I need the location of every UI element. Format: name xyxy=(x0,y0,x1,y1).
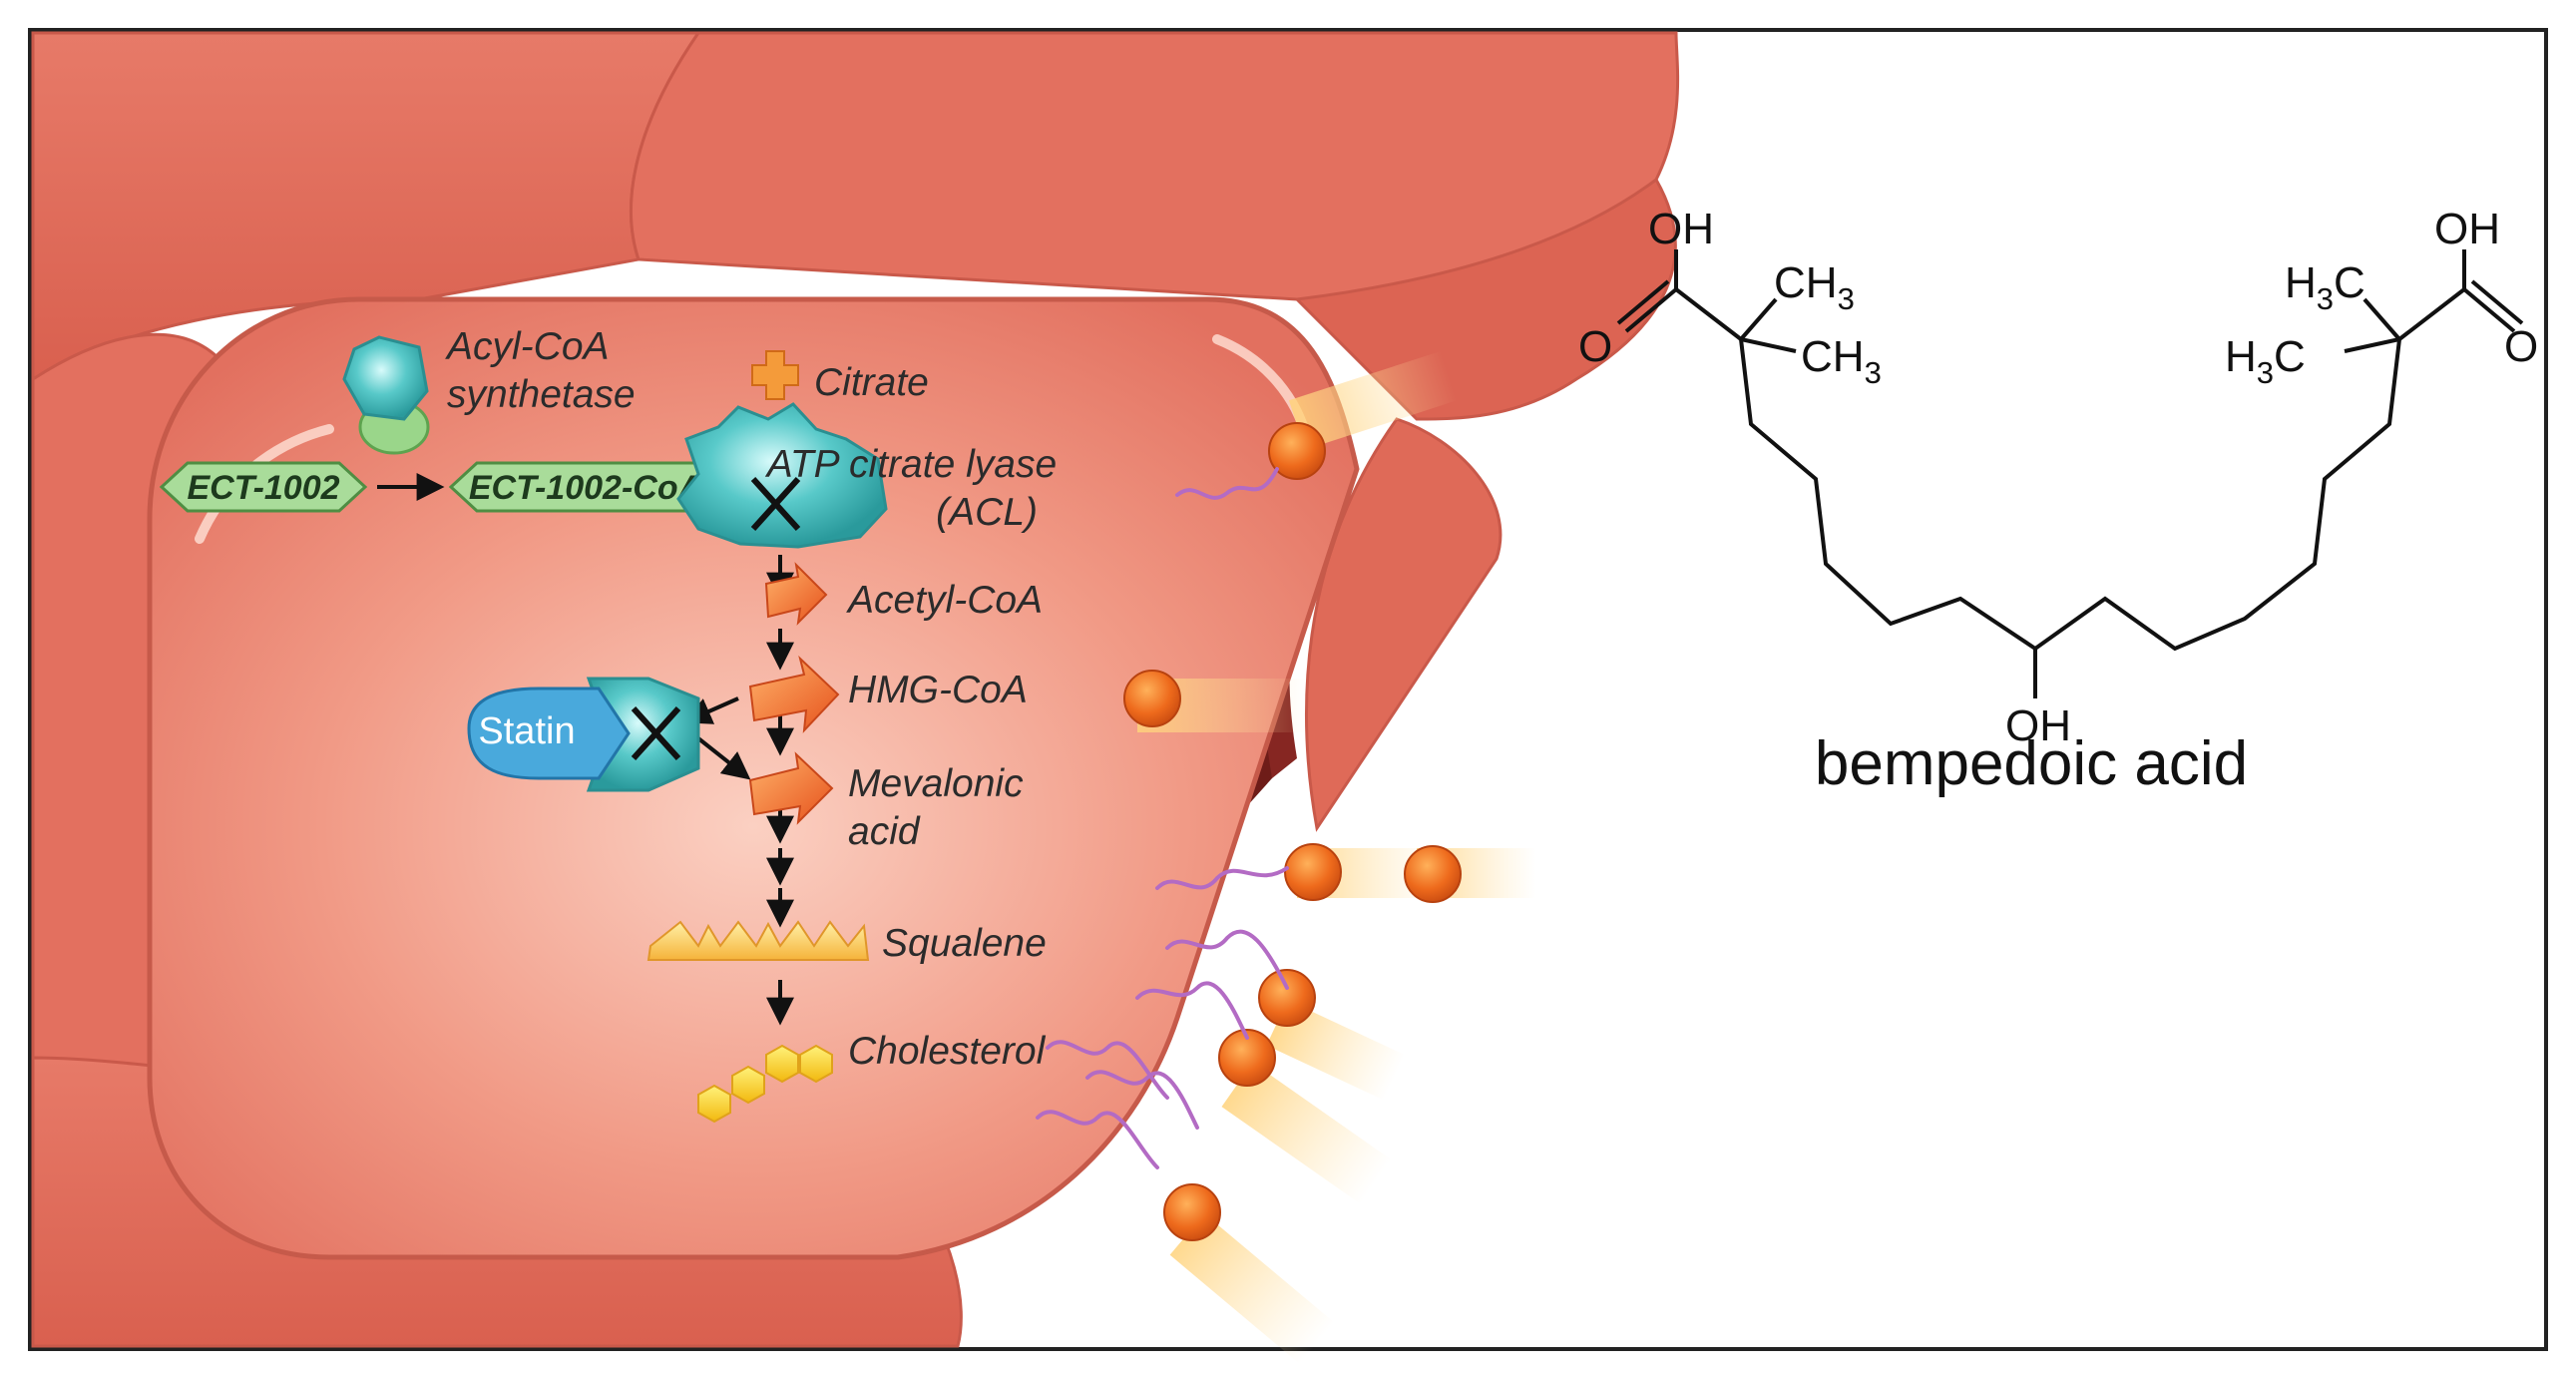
methyl-label-1: CH3 xyxy=(1774,258,1855,316)
ldl-particles xyxy=(1123,350,1536,1364)
mevalonic-acid-label: Mevalonic acid xyxy=(848,762,1034,853)
cholesterol-label: Cholesterol xyxy=(848,1030,1047,1073)
methyl-label-2: CH3 xyxy=(1801,332,1882,390)
ect-1002-coa-molecule: ECT-1002-CoA xyxy=(448,461,723,513)
bempedoic-acid-structure xyxy=(1616,249,2524,698)
compound-name: bempedoic acid xyxy=(1815,729,2248,798)
squalene-icon xyxy=(646,920,870,961)
right-hydroxyl-label: OH xyxy=(2434,205,2500,253)
acyl-coa-synthetase-label: Acyl-CoA synthetase xyxy=(445,325,636,416)
hmgcr-inhibition-x-icon xyxy=(631,705,681,761)
statin-molecule: Statin xyxy=(467,687,631,780)
atp-citrate-lyase-enzyme-icon xyxy=(676,402,888,549)
acetyl-coa-arrow-icon xyxy=(764,562,828,626)
hmg-coa-arrow-icon xyxy=(748,655,840,733)
center-hydroxyl-label: OH xyxy=(2005,701,2071,750)
left-carbonyl-oxygen-label: O xyxy=(1578,322,1612,371)
right-carbonyl-oxygen-label: O xyxy=(2504,322,2538,371)
statin-label: Statin xyxy=(478,710,575,752)
acl-inhibition-x-icon xyxy=(750,476,801,532)
citrate-label: Citrate xyxy=(814,361,929,404)
squalene-label: Squalene xyxy=(882,922,1047,965)
atp-citrate-lyase-label: ATP citrate lyase (ACL) xyxy=(765,443,1068,534)
ect-1002-label: ECT-1002 xyxy=(187,469,339,507)
hmg-coa-label: HMG-CoA xyxy=(848,669,1028,711)
acetyl-coa-label: Acetyl-CoA xyxy=(846,579,1043,622)
methyl-label-3: H3C xyxy=(2285,258,2365,316)
mevalonic-acid-arrow-icon xyxy=(748,751,834,825)
left-hydroxyl-label: OH xyxy=(1648,205,1714,253)
ldl-receptors xyxy=(1036,467,1289,1169)
ect-1002-molecule: ECT-1002 xyxy=(159,461,368,513)
ect-1002-coa-label: ECT-1002-CoA xyxy=(469,469,702,507)
methyl-label-4: H3C xyxy=(2225,332,2306,390)
cholesterol-icon xyxy=(697,1044,833,1124)
acyl-coa-synthetase-enzyme-icon xyxy=(342,335,430,455)
citrate-icon xyxy=(751,350,799,400)
